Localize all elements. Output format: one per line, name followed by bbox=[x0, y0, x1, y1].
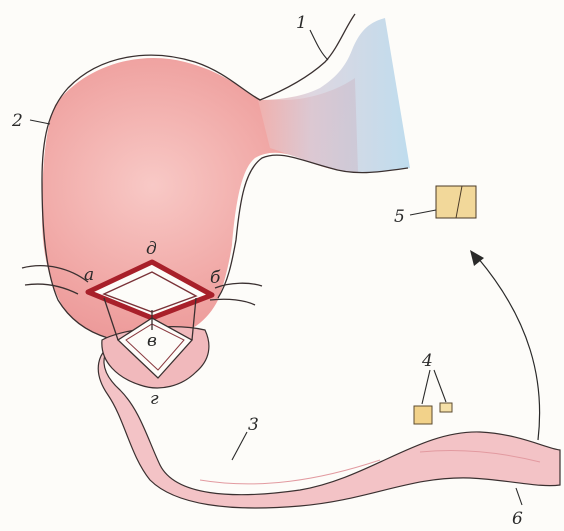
label-specimen: 5 bbox=[394, 207, 405, 227]
clip-small bbox=[440, 403, 452, 412]
label-point-d: д bbox=[146, 239, 157, 259]
label-clips: 4 bbox=[421, 351, 433, 371]
label-point-b: б bbox=[210, 268, 221, 288]
label-distal-jejunum: 6 bbox=[512, 509, 523, 529]
leader-3 bbox=[232, 432, 247, 460]
specimen-block bbox=[436, 186, 476, 218]
label-point-v: в bbox=[147, 331, 157, 351]
leader-4b bbox=[434, 370, 446, 402]
leader-2 bbox=[30, 120, 50, 124]
leader-4a bbox=[422, 370, 430, 404]
esophagus-region bbox=[258, 18, 410, 172]
leader-5 bbox=[410, 210, 436, 215]
label-jejunal-loop: 3 bbox=[248, 415, 259, 435]
leader-1 bbox=[310, 30, 328, 60]
label-point-a: а bbox=[84, 265, 94, 285]
leader-6 bbox=[516, 488, 522, 505]
clip-large bbox=[414, 406, 432, 424]
label-esophagus: 1 bbox=[296, 13, 307, 33]
direction-arrow bbox=[478, 258, 540, 440]
label-point-g: г bbox=[150, 389, 159, 409]
label-stomach: 2 bbox=[11, 111, 23, 131]
stomach-inner-outline bbox=[218, 155, 408, 298]
